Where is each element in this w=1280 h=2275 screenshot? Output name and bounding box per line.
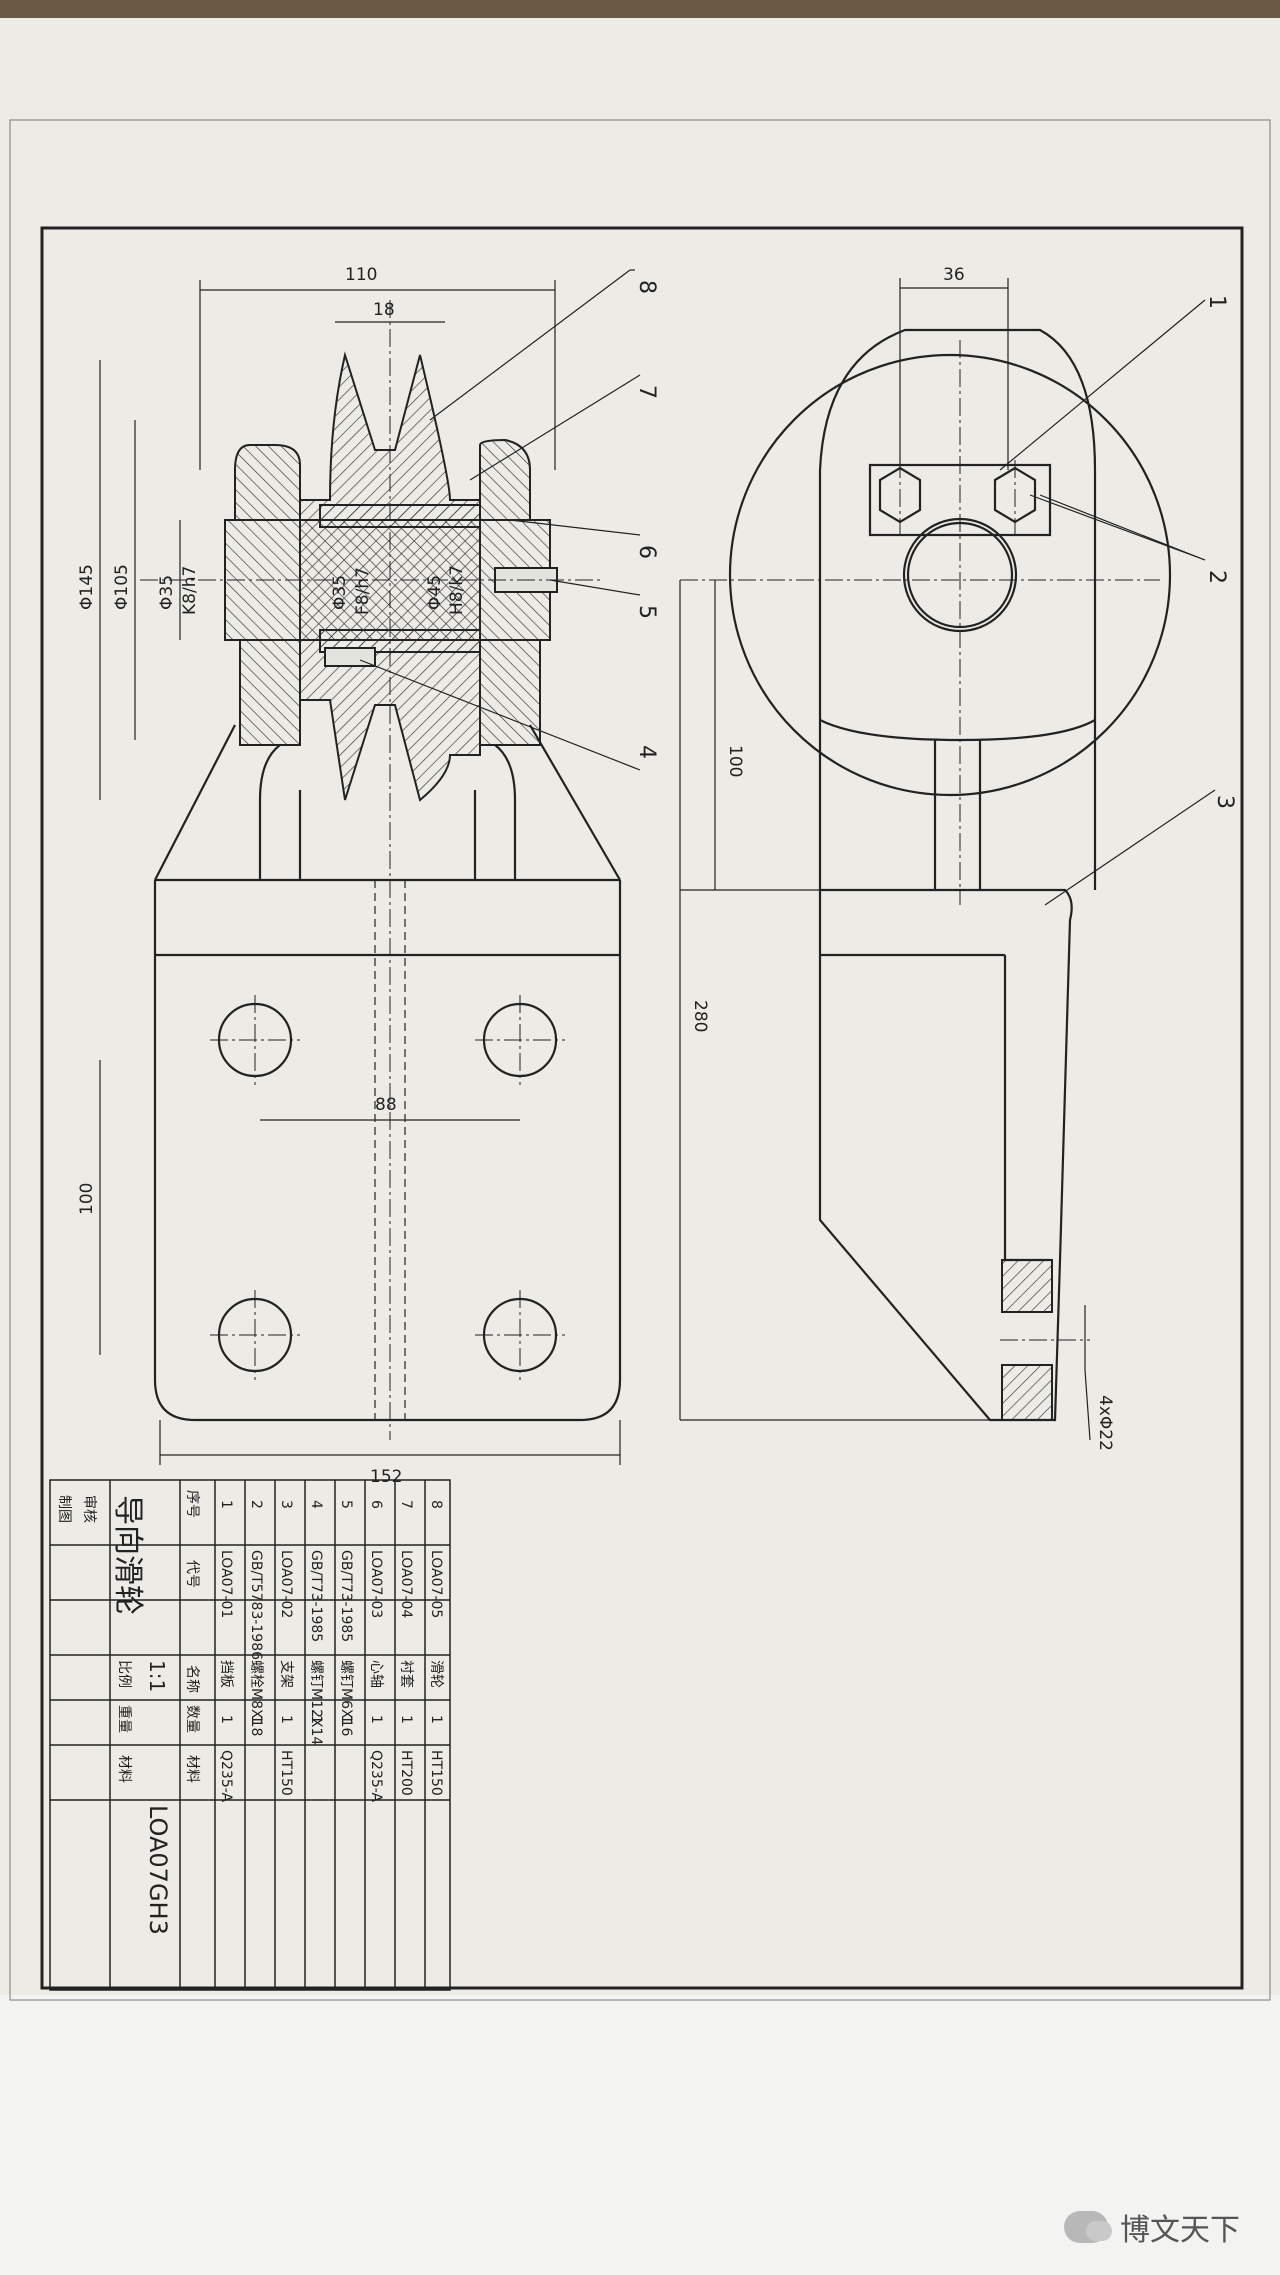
drawing-title: 导向滑轮 (110, 1495, 145, 1615)
part-6-name: 心轴 (368, 1660, 384, 1688)
header-name: 名称 (184, 1665, 200, 1693)
parts-list-text: 序号 代号 名称 数量 材料 1 LOA07-01 挡板 1 Q235-A 2 … (184, 1490, 445, 1802)
part-4-qty: 1 (308, 1715, 324, 1724)
dim-phi145: Φ145 (77, 564, 97, 610)
dim-4x-phi22: 4xΦ22 (1095, 1395, 1115, 1451)
drawing-frame (9, 119, 1271, 2001)
part-5-no: 5 (338, 1500, 354, 1509)
dim-phi45: Φ45 (425, 575, 445, 610)
dim-280: 280 (690, 1000, 710, 1032)
balloon-8: 8 (634, 280, 659, 294)
part-3-name: 支架 (278, 1660, 294, 1688)
centerlines-left (140, 300, 600, 1440)
part-5-qty: 1 (338, 1715, 354, 1724)
side-view-hatch (1001, 1259, 1053, 1421)
dim-36: 36 (943, 265, 965, 285)
watermark: 博文天下 (1064, 2205, 1240, 2249)
part-5-name: 螺钉M6X16 (338, 1660, 354, 1736)
dim-phi105: Φ105 (112, 564, 132, 610)
centerlines-right (680, 340, 1160, 1341)
label-designer: 制图 (56, 1495, 72, 1523)
balloon-1: 1 (1204, 295, 1229, 309)
dimension-lines-left (99, 280, 621, 1465)
part-7-code: LOA07-04 (398, 1550, 414, 1618)
part-1-material: Q235-A (218, 1750, 234, 1802)
part-2-qty: 1 (248, 1715, 264, 1724)
part-8-material: HT150 (428, 1750, 444, 1796)
part-3-material: HT150 (278, 1750, 294, 1796)
balloon-5: 5 (634, 605, 659, 619)
dim-18: 18 (373, 300, 395, 320)
drawing-scale: 1:1 (145, 1660, 169, 1692)
part-3-code: LOA07-02 (278, 1550, 294, 1618)
part-4-code: GB/T73-1985 (308, 1550, 324, 1642)
dim-100-right: 100 (725, 745, 745, 777)
leader-lines (359, 269, 1216, 906)
part-3-qty: 1 (278, 1715, 294, 1724)
part-8-name: 滑轮 (428, 1660, 445, 1688)
part-1-code: LOA07-01 (218, 1550, 234, 1618)
dim-h8k7: H8/k7 (447, 565, 467, 615)
title-area: 导向滑轮 1:1 LOA07GH3 比例 重量 材料 制图 审核 (56, 1495, 172, 1935)
header-code: 代号 (184, 1560, 200, 1588)
dim-f8h7: F8/h7 (353, 567, 373, 615)
part-4-name: 螺钉M12X14 (308, 1660, 324, 1745)
balloon-7: 7 (634, 385, 659, 399)
dimension-texts: 110 18 36 Φ145 Φ105 Φ35 K8/h7 Φ35 F8/h7 … (77, 265, 1115, 1487)
balloon-2: 2 (1204, 570, 1229, 584)
part-7-material: HT200 (398, 1750, 414, 1796)
part-7-no: 7 (398, 1500, 414, 1509)
part-6-no: 6 (368, 1500, 384, 1509)
dimension-lines-right (679, 278, 1091, 1441)
part-8-qty: 1 (428, 1715, 444, 1724)
part-6-qty: 1 (368, 1715, 384, 1724)
balloon-numbers: 8 7 6 5 4 1 2 3 (634, 280, 1237, 809)
part-1-qty: 1 (218, 1715, 234, 1724)
dim-phi35-b: Φ35 (330, 575, 350, 610)
dim-100-left: 100 (77, 1183, 97, 1215)
dim-k8h7: K8/h7 (180, 566, 200, 615)
part-5-code: GB/T73-1985 (338, 1550, 354, 1642)
header-material: 材料 (184, 1755, 200, 1783)
part-1-no: 1 (218, 1500, 234, 1509)
balloon-4: 4 (634, 745, 659, 759)
part-6-material: Q235-A (368, 1750, 384, 1802)
background-strip (0, 0, 1280, 22)
dim-88: 88 (375, 1095, 397, 1115)
part-4-no: 4 (308, 1500, 324, 1509)
title-block (49, 1479, 451, 1991)
part-2-name: 螺栓M8X18 (248, 1660, 264, 1736)
side-view (728, 328, 1172, 1422)
part-2-no: 2 (248, 1500, 264, 1509)
part-3-no: 3 (278, 1500, 294, 1509)
dim-110: 110 (345, 265, 377, 285)
label-material: 材料 (116, 1755, 132, 1783)
part-7-qty: 1 (398, 1715, 414, 1724)
label-checker: 审核 (81, 1495, 97, 1523)
part-7-name: 衬套 (398, 1660, 414, 1688)
chat-bubble-icon (1064, 2211, 1112, 2243)
label-scale: 比例 (116, 1660, 132, 1688)
front-section-view (153, 724, 622, 1422)
balloon-6: 6 (634, 545, 659, 559)
balloon-3: 3 (1212, 795, 1237, 809)
part-6-code: LOA07-03 (368, 1550, 384, 1618)
hatched-sections (224, 351, 558, 802)
dim-phi35-a: Φ35 (157, 575, 177, 610)
part-1-name: 挡板 (218, 1660, 234, 1688)
part-8-code: LOA07-05 (428, 1550, 444, 1618)
drawing-number: LOA07GH3 (144, 1805, 172, 1935)
dim-152: 152 (370, 1467, 402, 1487)
header-no: 序号 (184, 1490, 200, 1518)
label-weight: 重量 (116, 1705, 132, 1733)
watermark-text: 博文天下 (1120, 2213, 1240, 2248)
part-8-no: 8 (428, 1500, 444, 1509)
header-qty: 数量 (184, 1705, 200, 1733)
hidden-lines (374, 880, 406, 1420)
part-2-code: GB/T5783-1986 (248, 1550, 264, 1660)
